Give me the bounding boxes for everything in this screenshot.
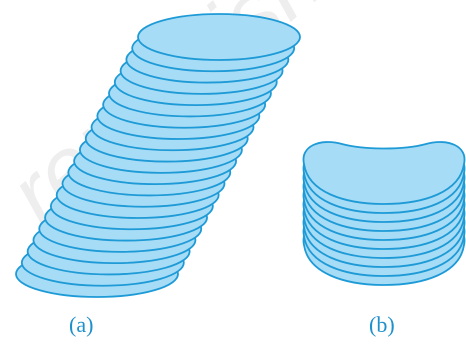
caption-b: (b) — [369, 312, 395, 337]
disc-b — [302, 141, 466, 205]
stack-a — [15, 13, 301, 298]
disc-a — [137, 13, 301, 61]
caption-a: (a) — [69, 312, 93, 337]
stack-b — [302, 141, 466, 286]
